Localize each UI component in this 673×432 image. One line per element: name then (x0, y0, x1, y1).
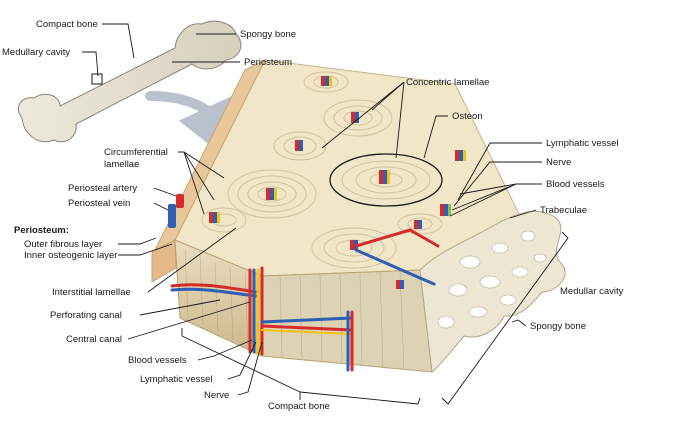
label-nerve-bottom: Nerve (204, 390, 229, 401)
leader-lines (82, 23, 542, 396)
label-osteon: Osteon (452, 111, 483, 122)
osteon-outline (329, 153, 443, 207)
label-medullary-cavity: Medullary cavity (2, 47, 70, 58)
cutaway-box (91, 73, 103, 85)
spongy-bone-region (419, 210, 566, 373)
perforating-vessels-top (354, 228, 440, 286)
label-lymphatic-vessel-bottom: Lymphatic vessel (140, 374, 213, 385)
label-blood-vessels-right: Blood vessels (546, 179, 605, 190)
label-periosteum-heading: Periosteum: (14, 225, 69, 236)
label-lymphatic-vessel-right: Lymphatic vessel (546, 138, 619, 149)
front-vessels (170, 266, 354, 372)
label-central-canal: Central canal (66, 334, 122, 345)
brackets (181, 231, 569, 405)
labels: Compact bone Spongy bone Medullary cavit… (2, 19, 624, 412)
label-spongy-bone-bottom: Spongy bone (530, 321, 586, 332)
label-medullar-cavity: Medullar cavity (560, 286, 624, 297)
label-periosteal-vein: Periosteal vein (68, 198, 130, 209)
label-periosteum: Periosteum (244, 57, 292, 68)
label-compact-bone-top: Compact bone (36, 19, 98, 30)
label-spongy-bone-top: Spongy bone (240, 29, 296, 40)
label-circumferential-1: Circumferential (104, 147, 168, 158)
periosteal-vessels (168, 194, 184, 228)
femur-illustration (18, 20, 242, 143)
label-interstitial-lamellae: Interstitial lamellae (52, 287, 131, 298)
label-periosteal-artery: Periosteal artery (68, 183, 137, 194)
label-nerve-right: Nerve (546, 157, 571, 168)
label-compact-bone-bottom: Compact bone (268, 401, 330, 412)
label-circumferential-2: lamellae (104, 159, 139, 170)
label-inner-osteogenic-layer: Inner osteogenic layer (24, 250, 117, 261)
label-concentric-lamellae: Concentric lamellae (406, 77, 489, 88)
osteon-rings (201, 71, 443, 269)
label-blood-vessels-bottom: Blood vessels (128, 355, 187, 366)
label-perforating-canal: Perforating canal (50, 310, 122, 321)
label-trabeculae: Trabeculae (540, 205, 587, 216)
label-outer-fibrous-layer: Outer fibrous layer (24, 239, 102, 250)
